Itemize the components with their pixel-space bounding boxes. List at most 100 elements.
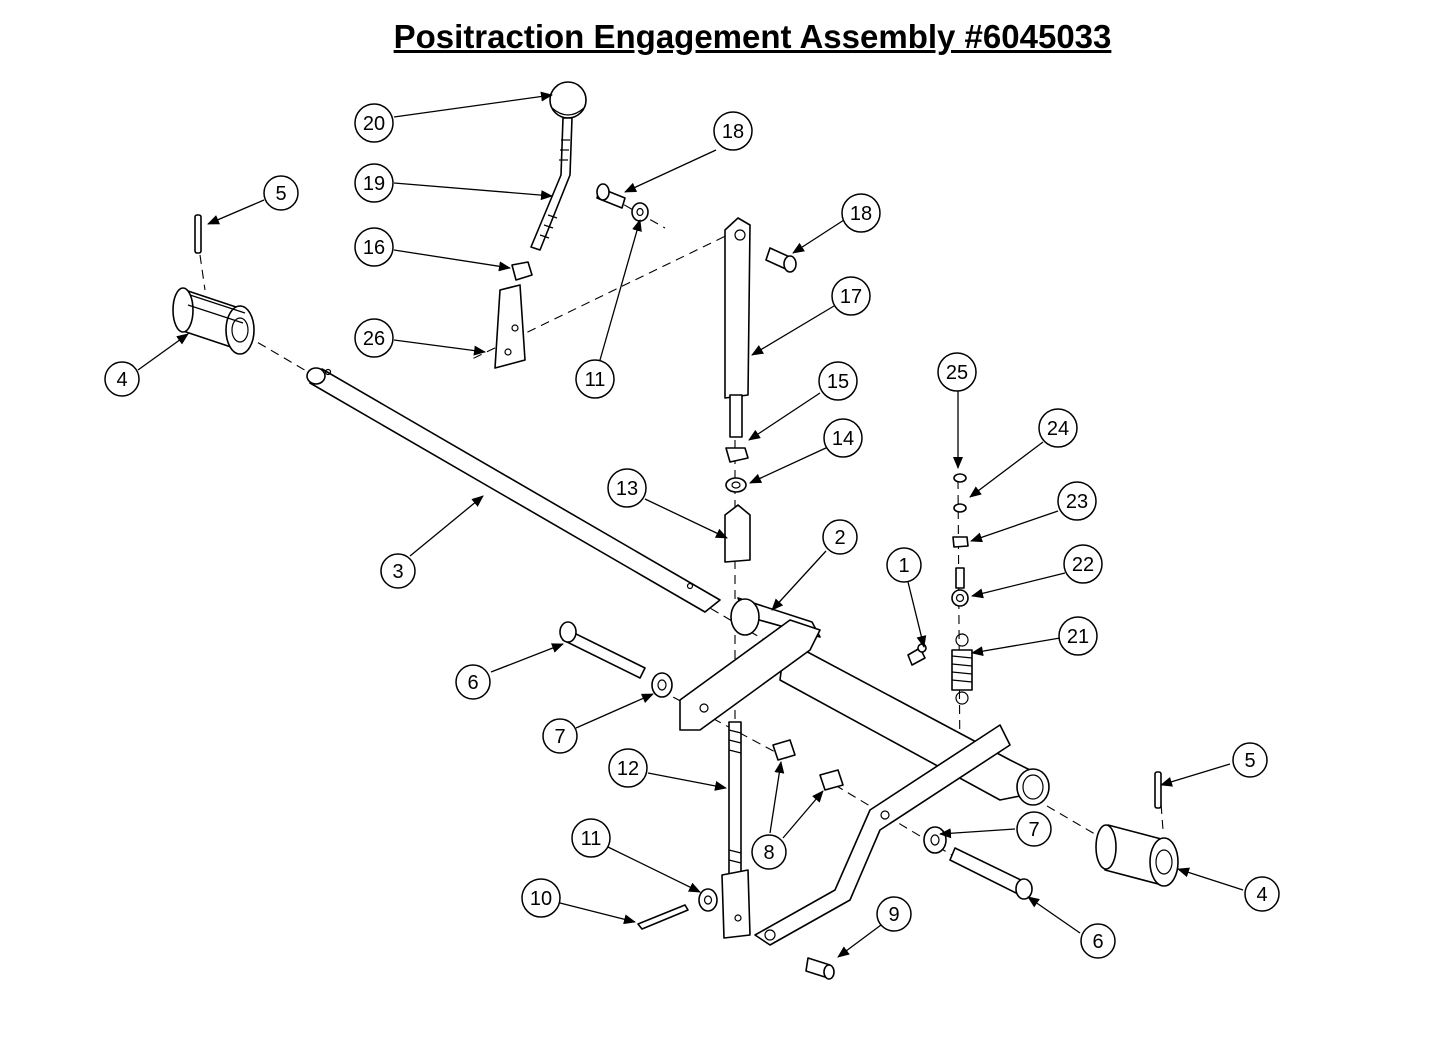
svg-text:5: 5 [1244, 750, 1255, 772]
part-26-block [494, 284, 526, 369]
callout: 6 [455, 664, 491, 700]
callout: 14 [823, 418, 863, 458]
part-8-nut-a [772, 739, 796, 761]
callout: 5 [263, 175, 299, 211]
callout: 2 [822, 519, 858, 555]
svg-text:3: 3 [392, 561, 403, 583]
callout: 7 [1016, 811, 1052, 847]
callout: 10 [521, 878, 561, 918]
callout: 21 [1058, 616, 1098, 656]
part-17-link [724, 217, 751, 438]
callout: 9 [876, 896, 912, 932]
part-23-nut [952, 536, 969, 548]
callout: 13 [607, 468, 647, 508]
callout: 7 [542, 718, 578, 754]
callout: 8 [751, 834, 787, 870]
svg-text:23: 23 [1066, 491, 1088, 513]
part-5-pin-left [194, 214, 202, 254]
part-18-bolt-upper [596, 183, 626, 209]
svg-text:26: 26 [363, 328, 385, 350]
svg-text:25: 25 [946, 362, 968, 384]
callout: 24 [1038, 408, 1078, 448]
callout: 11 [571, 818, 611, 858]
svg-text:22: 22 [1072, 554, 1094, 576]
svg-text:11: 11 [581, 828, 602, 850]
part-1-grease-fitting [907, 643, 927, 666]
callout: 4 [104, 361, 140, 397]
part-12-rod [721, 721, 751, 939]
svg-text:2: 2 [834, 527, 845, 549]
svg-text:19: 19 [363, 173, 385, 195]
svg-text:7: 7 [1028, 819, 1039, 841]
part-5-pin-right [1154, 771, 1162, 809]
callout: 16 [354, 227, 394, 267]
part-11-washer-upper [631, 202, 649, 222]
svg-text:5: 5 [275, 183, 286, 205]
callout: 12 [608, 748, 648, 788]
callout: 23 [1057, 481, 1097, 521]
callout: 11 [575, 359, 615, 399]
part-15-nut [725, 447, 749, 463]
callout: 5 [1232, 742, 1268, 778]
part-16-nut [511, 261, 533, 281]
svg-text:6: 6 [467, 672, 478, 694]
callout: 19 [354, 163, 394, 203]
svg-text:4: 4 [116, 369, 127, 391]
svg-text:16: 16 [363, 237, 385, 259]
leader-lines [137, 91, 1244, 958]
svg-text:17: 17 [840, 286, 862, 308]
callout: 25 [937, 352, 977, 392]
callout: 26 [354, 318, 394, 358]
part-20-knob [549, 81, 587, 119]
svg-text:7: 7 [554, 726, 565, 748]
diagram-title: Positraction Engagement Assembly #604503… [393, 18, 1112, 55]
part-22-eyebolt [951, 567, 969, 607]
svg-text:10: 10 [530, 888, 552, 910]
svg-text:12: 12 [617, 758, 639, 780]
callout: 18 [841, 193, 881, 233]
callout: 22 [1063, 544, 1103, 584]
part-2-cross-tube [679, 597, 1050, 946]
callout: 3 [380, 553, 416, 589]
part-19-threaded-rod [530, 117, 573, 251]
callout: 18 [713, 111, 753, 151]
svg-text:15: 15 [827, 371, 849, 393]
svg-text:8: 8 [763, 842, 774, 864]
part-21-spring [951, 633, 973, 705]
part-6-pin-right [949, 847, 1033, 900]
svg-text:18: 18 [722, 121, 744, 143]
part-3-shaft [306, 367, 721, 613]
svg-text:20: 20 [363, 113, 385, 135]
svg-text:9: 9 [888, 904, 899, 926]
part-14-washer [725, 477, 747, 493]
part-18-bolt-right [765, 247, 797, 273]
svg-text:24: 24 [1047, 418, 1069, 440]
callout: 17 [831, 276, 871, 316]
part-7-washer-left [651, 672, 673, 698]
callout: 4 [1244, 876, 1280, 912]
part-10-cotter-pin [637, 904, 689, 930]
svg-text:1: 1 [898, 555, 909, 577]
part-24-washer [953, 503, 967, 513]
part-4-coupler-right [1095, 824, 1179, 887]
svg-text:21: 21 [1067, 626, 1089, 648]
part-4-coupler-left [172, 287, 255, 355]
callout: 1 [886, 547, 922, 583]
part-9-bushing [805, 957, 835, 980]
part-8-nut-b [819, 769, 844, 791]
callout: 6 [1080, 923, 1116, 959]
callout: 15 [818, 361, 858, 401]
svg-text:13: 13 [616, 478, 638, 500]
svg-text:18: 18 [850, 203, 872, 225]
part-6-pin-left [559, 621, 646, 679]
part-13-hex-coupler [724, 504, 751, 563]
part-7-washer-right [923, 826, 947, 854]
svg-text:6: 6 [1092, 931, 1103, 953]
part-11-washer-lower [698, 888, 718, 912]
svg-text:14: 14 [832, 428, 854, 450]
part-25-washer [953, 473, 967, 483]
svg-text:11: 11 [585, 369, 606, 391]
callout: 20 [354, 103, 394, 143]
svg-text:4: 4 [1256, 884, 1267, 906]
